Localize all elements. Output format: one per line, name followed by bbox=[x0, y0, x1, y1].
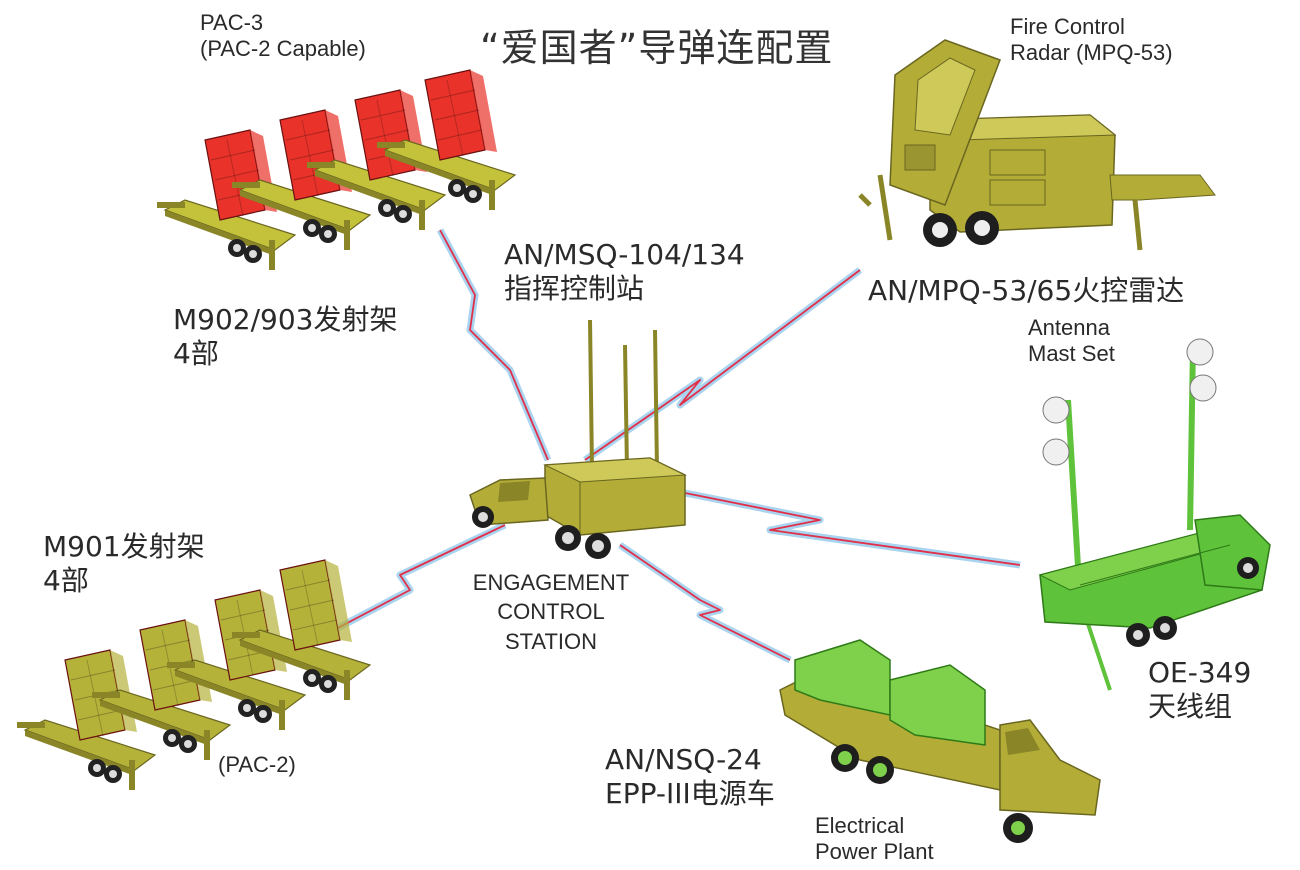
link-to-radar bbox=[583, 267, 863, 463]
radar-designation: AN/MPQ-53/65火控雷达 bbox=[868, 274, 1185, 307]
diagram-title: “爱国者”导弹连配置 bbox=[480, 26, 834, 70]
pac3-launcher-group bbox=[156, 69, 516, 271]
link-to-pac3-launchers bbox=[436, 228, 552, 462]
pac3-model-label: PAC-3 (PAC-2 Capable) bbox=[200, 10, 366, 62]
antenna-designation: OE-349 天线组 bbox=[1148, 656, 1252, 724]
pac2-launcher-label: M901发射架 4部 bbox=[43, 530, 205, 598]
pac3-launcher-label: M902/903发射架 4部 bbox=[173, 303, 398, 371]
command-station-designation: AN/MSQ-104/134 指挥控制站 bbox=[504, 238, 745, 306]
antenna-mast-set-vehicle bbox=[1038, 338, 1271, 691]
link-to-power-plant bbox=[618, 542, 792, 664]
fire-control-radar-vehicle bbox=[858, 39, 1216, 251]
link-to-pac2-launchers bbox=[313, 521, 507, 644]
electrical-power-plant-truck bbox=[779, 639, 1101, 843]
command-station-english-label: ENGAGEMENT CONTROL STATION bbox=[472, 570, 630, 654]
power-plant-designation: AN/NSQ-24 EPP-III电源车 bbox=[605, 743, 775, 811]
engagement-control-station-truck bbox=[469, 319, 687, 559]
antenna-english-label: Antenna Mast Set bbox=[1028, 315, 1115, 367]
pac2-launcher bbox=[16, 649, 156, 791]
radar-english-label: Fire Control Radar (MPQ-53) bbox=[1010, 14, 1173, 66]
link-to-antenna bbox=[669, 486, 1021, 569]
power-plant-english-label: Electrical Power Plant bbox=[815, 813, 934, 865]
pac2-model-label: (PAC-2) bbox=[218, 752, 296, 777]
data-links bbox=[313, 228, 1021, 664]
